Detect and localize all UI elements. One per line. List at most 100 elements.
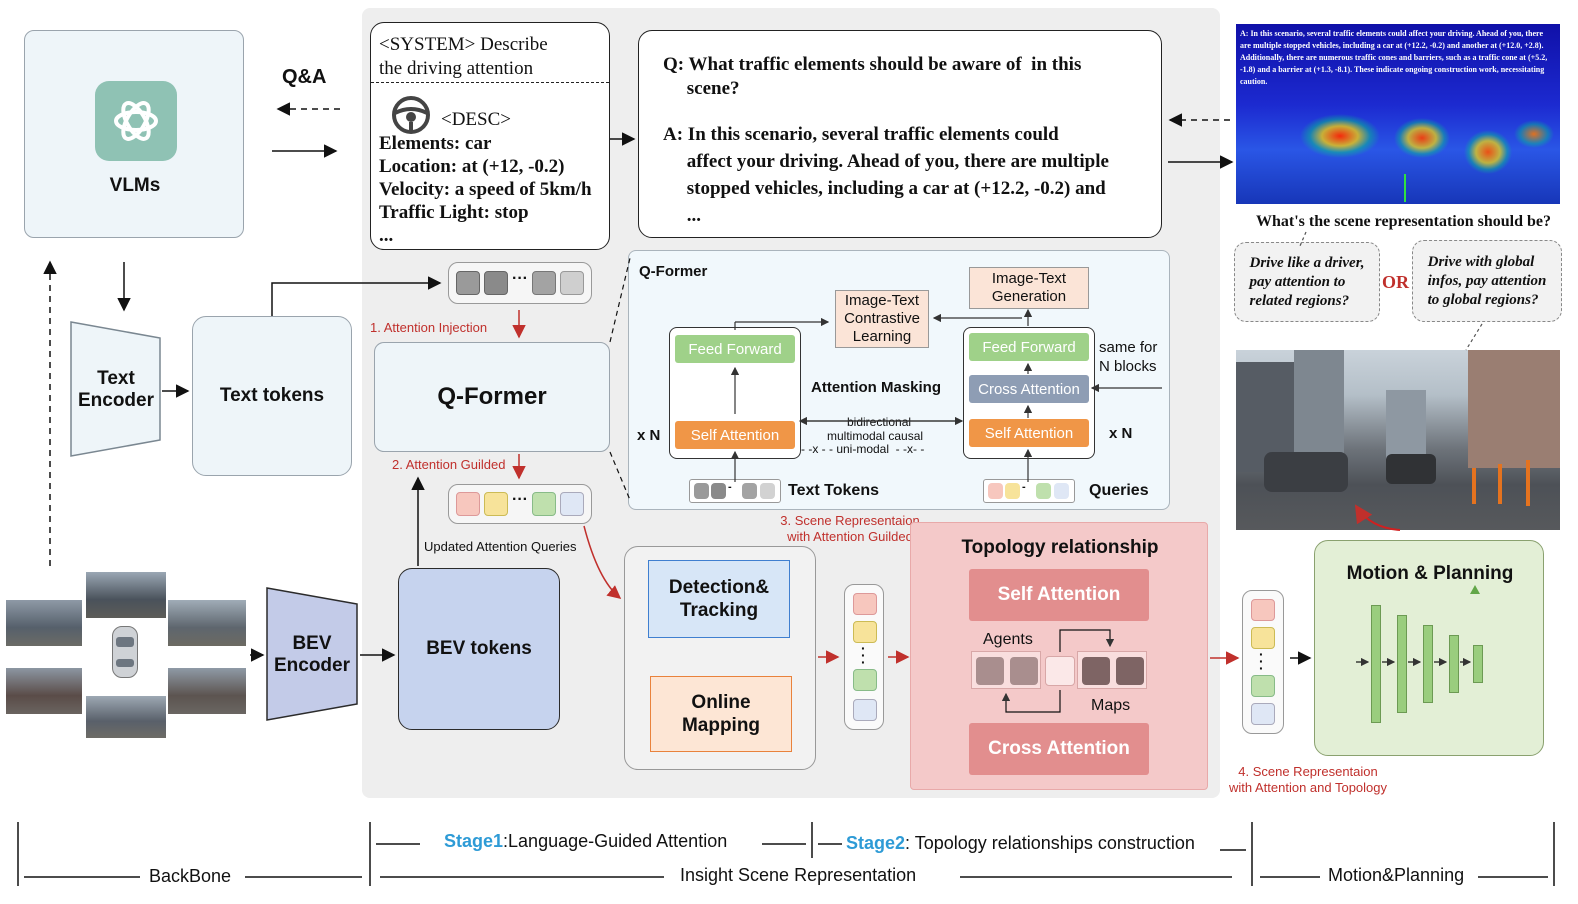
desc-tag: <DESC> <box>441 109 511 130</box>
itg-box: Image-Text Generation <box>969 267 1089 309</box>
network-bar-4 <box>1449 635 1459 693</box>
network-bar-2 <box>1397 615 1407 713</box>
agent-token-group <box>971 651 1041 689</box>
text-encoder-label: Text Encoder <box>77 368 155 411</box>
topology-cross-attention: Cross Attention <box>969 723 1149 775</box>
itc-box: Image-Text Contrastive Learning <box>835 290 929 348</box>
maps-label: Maps <box>1091 697 1131 714</box>
qa-label: Q&A <box>282 66 327 88</box>
street-scene-image <box>1236 350 1560 530</box>
camera-back-left <box>6 668 82 714</box>
attention-heatmap-image: A: In this scenario, several traffic ele… <box>1236 24 1560 204</box>
heatmap-overlay-text: A: In this scenario, several traffic ele… <box>1240 29 1548 86</box>
network-bar-5 <box>1473 645 1483 683</box>
query-token-strip: ··· <box>448 484 592 524</box>
scene-question: What's the scene representation should b… <box>1256 213 1551 230</box>
network-bar-1 <box>1371 605 1381 723</box>
topology-title: Topology relationship <box>961 537 1159 558</box>
text-tokens-box: Text tokens <box>192 316 352 476</box>
desc-line-5: ... <box>379 225 394 246</box>
qa-question: Q: What traffic elements should be aware… <box>663 54 1082 99</box>
camera-front-right <box>168 600 246 646</box>
text-tokens-label: Text tokens <box>219 385 325 406</box>
qa-answer: A: In this scenario, several traffic ele… <box>663 124 1109 226</box>
motion-title: Motion & Planning <box>1346 563 1514 584</box>
desc-line-4: Traffic Light: stop <box>379 202 529 223</box>
bev-encoder-label: BEV Encoder <box>273 633 351 676</box>
scene-query-strip: ··· <box>844 584 884 730</box>
bev-tokens-box: BEV tokens <box>398 568 560 730</box>
stage1-label: Stage1:Language-Guided Attention <box>444 831 727 852</box>
left-self-attention: Self Attention <box>675 421 795 449</box>
stage1-text: :Language-Guided Attention <box>503 831 728 851</box>
camera-images <box>4 570 248 740</box>
detail-queries-label: Queries <box>1089 482 1149 499</box>
camera-back <box>86 696 166 738</box>
xn-left: x N <box>637 427 661 444</box>
detail-text-token-row: - <box>689 479 781 503</box>
qformer-detail-title: Q-Former <box>639 263 708 280</box>
mask-bidirectional: bidirectional <box>847 415 912 429</box>
stage1-key: Stage1 <box>444 831 504 851</box>
agents-label: Agents <box>983 631 1033 648</box>
openai-logo-icon <box>95 81 177 161</box>
vlm-box: VLMs <box>24 30 244 238</box>
text-token-strip: ··· <box>448 262 592 304</box>
step4-label: 4. Scene Representaion with Attention an… <box>1228 764 1388 795</box>
ego-car-icon <box>112 626 138 678</box>
right-self-attention: Self Attention <box>969 419 1089 447</box>
qformer-detail-panel: Q-Former Feed Forward Self Attention Fee… <box>628 250 1170 510</box>
stage2-text: : Topology relationships construction <box>905 833 1195 853</box>
desc-line-3: Velocity: a speed of 5km/h <box>379 179 592 200</box>
system-prompt-box: <SYSTEM> Describe the driving attention … <box>370 22 610 250</box>
query-center-token <box>1045 656 1075 686</box>
stage2-key: Stage2 <box>846 833 906 853</box>
camera-back-right <box>168 668 246 714</box>
insight-label: Insight Scene Representation <box>680 865 917 885</box>
bev-tokens-label: BEV tokens <box>426 638 532 659</box>
right-feed-forward: Feed Forward <box>969 333 1089 361</box>
step3-label: 3. Scene Representaion with Attention Gu… <box>780 513 920 544</box>
detection-tracking-box: Detection& Tracking <box>648 560 790 638</box>
updated-queries-label: Updated Attention Queries <box>424 539 577 554</box>
backbone-label: BackBone <box>149 866 232 886</box>
topology-box: Topology relationship Self Attention Cro… <box>910 522 1208 790</box>
step2-label: 2. Attention Guilded <box>392 457 506 472</box>
step1-label: 1. Attention Injection <box>370 320 488 335</box>
bev-encoder-shape <box>266 587 358 721</box>
text-encoder-shape <box>70 321 161 457</box>
qformer-main-box: Q-Former <box>374 342 610 452</box>
desc-line-1: Elements: car <box>379 133 492 154</box>
steering-wheel-icon <box>391 95 431 140</box>
final-query-strip: ··· <box>1242 590 1284 734</box>
detail-query-token-row: - <box>983 479 1075 503</box>
network-bar-3 <box>1423 625 1433 703</box>
camera-front <box>86 572 166 618</box>
detail-text-tokens-label: Text Tokens <box>788 482 879 499</box>
option-global-bubble: Drive with global infos, pay attention t… <box>1412 240 1562 322</box>
same-for-n-blocks: same for N blocks <box>1099 339 1158 375</box>
system-header: <SYSTEM> Describe the driving attention <box>379 34 548 79</box>
mask-unimodal: - -x - - uni-modal - -x- - <box>801 442 925 456</box>
xn-right: x N <box>1109 425 1133 442</box>
mask-multimodal: multimodal causal <box>827 429 924 443</box>
camera-front-left <box>6 600 82 646</box>
ego-direction-icon <box>1404 174 1406 202</box>
online-mapping-box: Online Mapping <box>650 676 792 752</box>
desc-line-2: Location: at (+12, -0.2) <box>379 156 565 177</box>
motion-planning-label: Motion&Planning <box>1328 865 1465 885</box>
vlm-label: VLMs <box>109 175 161 196</box>
system-divider <box>371 82 609 83</box>
option-driver-bubble: Drive like a driver, pay attention to re… <box>1234 242 1380 322</box>
map-token-group <box>1077 651 1147 689</box>
left-feed-forward: Feed Forward <box>675 335 795 363</box>
qformer-main-label: Q-Former <box>437 383 547 410</box>
attention-masking-label: Attention Masking <box>811 379 941 396</box>
topology-self-attention: Self Attention <box>969 569 1149 621</box>
network-arrow-icon <box>1470 585 1480 594</box>
motion-planning-box: Motion & Planning <box>1314 540 1544 756</box>
right-cross-attention: Cross Attention <box>969 375 1089 403</box>
or-label: OR <box>1382 272 1409 292</box>
